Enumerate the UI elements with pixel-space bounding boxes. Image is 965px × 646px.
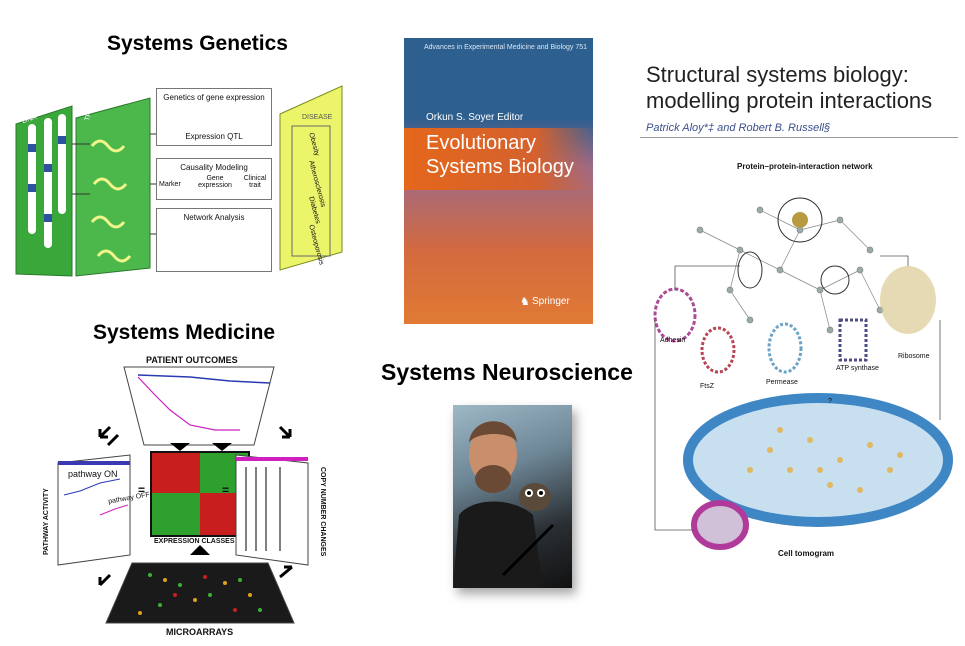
clinical-trait-label: Clinical trait xyxy=(243,175,267,189)
gene-expression-label: Gene expression xyxy=(198,175,232,189)
pathway-activity-label: PATHWAY ACTIVITY xyxy=(43,488,50,555)
disease-label: DISEASE xyxy=(302,114,333,121)
springer-horse-icon: ♞ xyxy=(520,296,530,308)
protein-atp-synthase: ATP synthase xyxy=(836,365,879,372)
genetics-panels-graphic xyxy=(15,85,343,277)
book-cover: Advances in Experimental Medicine and Bi… xyxy=(404,38,593,324)
systems-genetics-title: Systems Genetics xyxy=(107,32,288,55)
protein-ribosome: Ribosome xyxy=(898,353,930,360)
systems-neuroscience-title: Systems Neuroscience xyxy=(381,359,633,385)
paper-authors: Patrick Aloy*‡ and Robert B. Russell§ xyxy=(646,122,831,134)
paper-title-line1: Structural systems biology: xyxy=(646,62,909,87)
question-mark: ? xyxy=(828,398,832,405)
book-title-line1: Evolutionary xyxy=(426,132,537,154)
protein-ftsz: FtsZ xyxy=(700,383,714,390)
protein-permease: Permease xyxy=(766,379,798,386)
equals-sign-left: = xyxy=(138,483,146,497)
medicine-graphic xyxy=(57,366,309,624)
neuroscientist-portrait xyxy=(453,405,572,588)
network-analysis-box: Network Analysis xyxy=(156,208,272,272)
book-series: Advances in Experimental Medicine and Bi… xyxy=(424,44,588,51)
systems-medicine-figure: PATIENT OUTCOMES EXPRESSION CLASSES MICR… xyxy=(40,355,345,640)
book-title-line2: Systems Biology xyxy=(426,156,574,178)
causality-title: Causality Modeling xyxy=(180,163,248,172)
structural-figure-graphic xyxy=(653,197,953,550)
ppi-network-label: Protein–protein-interaction network xyxy=(737,162,873,171)
gene-expression-box: Genetics of gene expression Expression Q… xyxy=(156,88,272,146)
gene-expression-title: Genetics of gene expression xyxy=(163,93,265,102)
equals-sign-right: = xyxy=(222,483,230,497)
expression-classes-label: EXPRESSION CLASSES xyxy=(154,538,235,545)
portrait-graphic xyxy=(453,421,555,588)
book-title-band xyxy=(404,128,593,190)
book-editor: Orkun S. Soyer Editor xyxy=(426,112,524,123)
book-publisher: Springer xyxy=(532,296,570,307)
paper-title-line2: modelling protein interactions xyxy=(646,88,933,113)
microarrays-label: MICROARRAYS xyxy=(166,627,234,637)
protein-adhesin: Adhesin xyxy=(660,337,686,344)
systems-medicine-title: Systems Medicine xyxy=(93,321,276,344)
paper-divider xyxy=(640,137,958,138)
cell-tomogram-label: Cell tomogram xyxy=(778,549,835,558)
copy-number-changes-label: COPY NUMBER CHANGES xyxy=(319,467,326,557)
marker-label: Marker xyxy=(159,181,181,188)
systems-genetics-figure: DNA TRANSCRIPTS Genetics of gene express… xyxy=(10,72,350,284)
pathway-on-label: pathway ON xyxy=(68,469,118,479)
expression-qtl-label: Expression QTL xyxy=(185,132,243,141)
network-analysis-title: Network Analysis xyxy=(183,213,245,222)
causality-box: Causality Modeling Marker Gene expressio… xyxy=(156,158,272,200)
patient-outcomes-label: PATIENT OUTCOMES xyxy=(146,355,238,365)
